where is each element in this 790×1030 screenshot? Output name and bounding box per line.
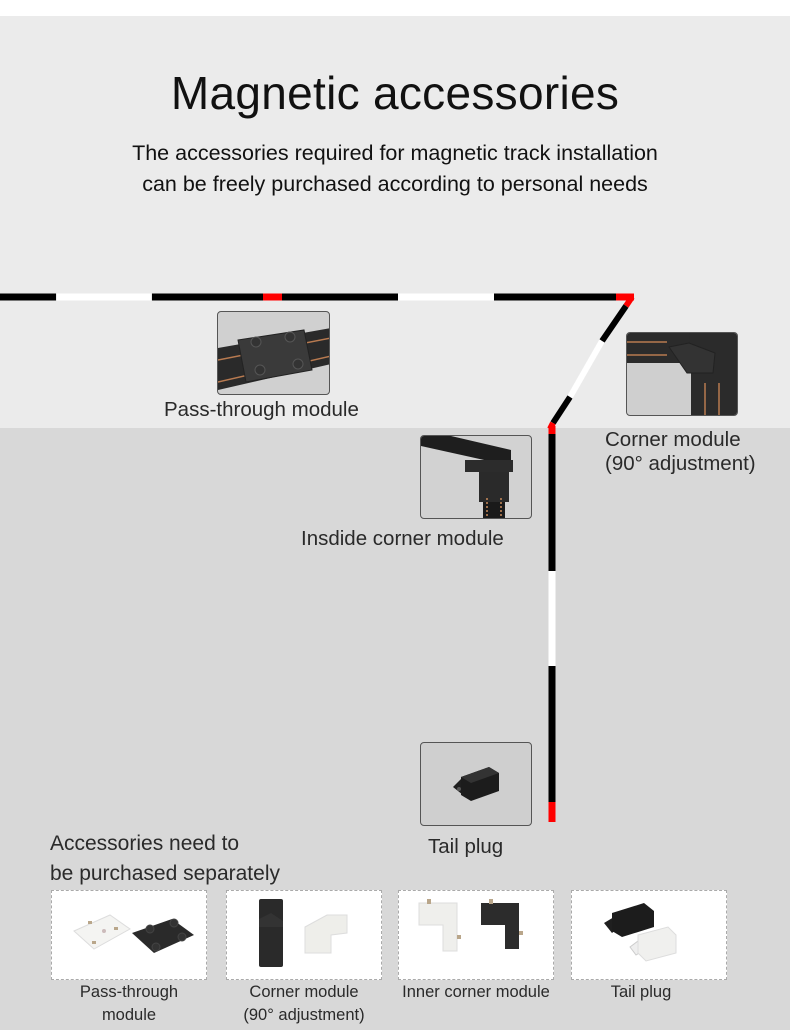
product-label-corner: Corner module (90° adjustment) — [226, 981, 382, 1027]
pass-through-module-photo — [217, 311, 330, 395]
separate-accessories-title: Accessories need to be purchased separat… — [50, 829, 280, 889]
product-label-pass-through: Pass-through module — [51, 981, 207, 1027]
product-card-pass-through[interactable] — [51, 890, 207, 980]
track-segment-black — [599, 304, 629, 343]
corner-module-photo — [626, 332, 738, 416]
product-label-inner-corner: Inner corner module — [398, 981, 554, 1004]
pass-through-module-product-icon — [73, 914, 194, 953]
connector-red — [623, 295, 635, 308]
corner-module-label-line-1: Corner module — [605, 428, 741, 451]
subtitle-line-2: can be freely purchased according to per… — [142, 172, 648, 196]
product-label-line-2: module — [101, 1006, 157, 1024]
product-card-tail-plug[interactable] — [571, 890, 727, 980]
inside-corner-module-label: Insdide corner module — [301, 527, 504, 550]
subtitle-line-1: The accessories required for magnetic tr… — [132, 141, 658, 165]
tail-plug-product-icon — [604, 903, 677, 962]
track-segment-black — [550, 395, 573, 425]
tail-plug-label: Tail plug — [428, 835, 504, 858]
product-label-line-1: Pass-through — [79, 983, 179, 1001]
separate-title-line-2: be purchased separately — [50, 862, 280, 885]
product-label-line-1: Corner module — [249, 983, 359, 1001]
top-margin — [0, 0, 790, 16]
pass-through-module-label: Pass-through module — [164, 398, 359, 421]
track-segment-white — [567, 339, 605, 399]
tail-plug-photo — [420, 742, 532, 826]
corner-module-label: Corner module (90° adjustment) — [605, 428, 756, 476]
separate-title-line-1: Accessories need to — [50, 832, 240, 855]
product-label-tail-plug: Tail plug — [563, 981, 719, 1004]
product-label-line-1: Inner corner module — [402, 983, 550, 1001]
product-card-inner-corner[interactable] — [398, 890, 554, 980]
product-label-line-1: Tail plug — [610, 983, 672, 1001]
corner-module-label-line-2: (90° adjustment) — [605, 452, 756, 475]
corner-module-product-icon — [259, 899, 348, 967]
page-subtitle: The accessories required for magnetic tr… — [0, 138, 790, 200]
inner-corner-module-product-icon — [418, 899, 523, 952]
page-title: Magnetic accessories — [170, 67, 620, 119]
inside-corner-module-photo — [420, 435, 532, 519]
diagonal-track — [547, 295, 635, 431]
product-label-line-2: (90° adjustment) — [243, 1006, 365, 1024]
product-card-corner[interactable] — [226, 890, 382, 980]
